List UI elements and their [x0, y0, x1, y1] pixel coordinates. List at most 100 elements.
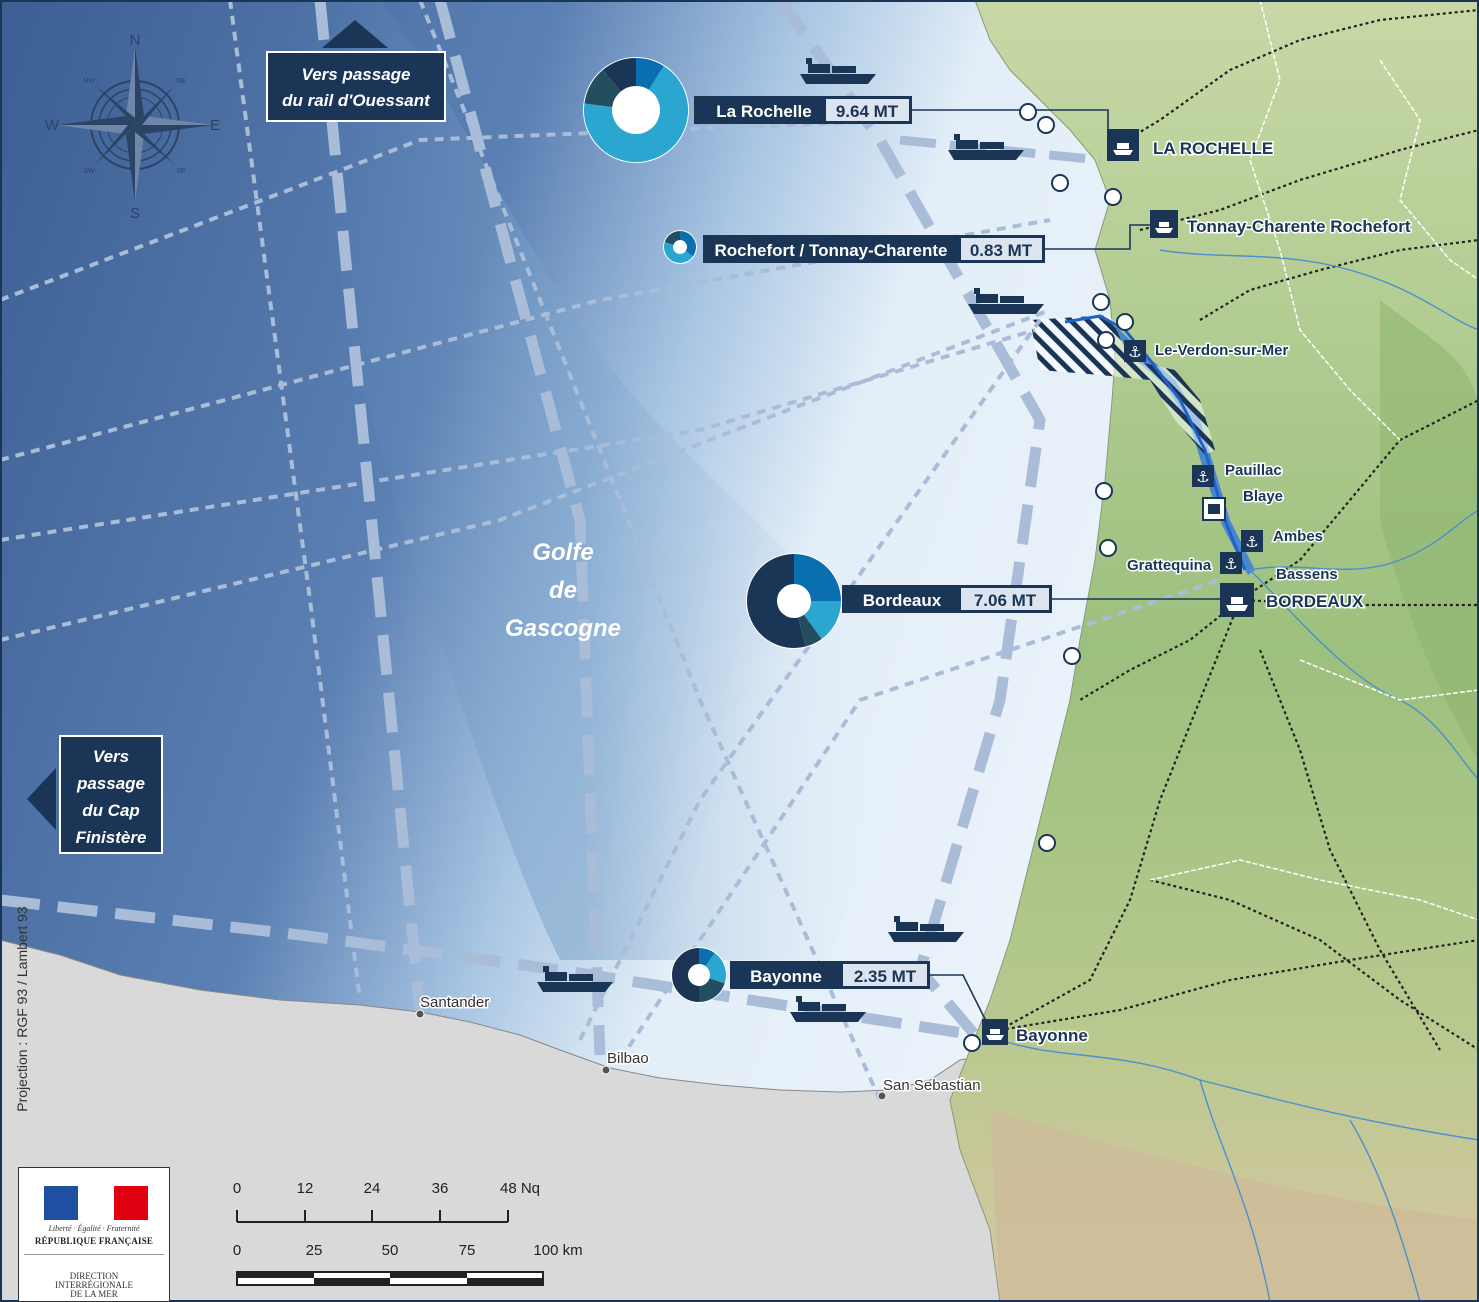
ferry-icon — [1107, 129, 1139, 161]
donut-segment — [698, 977, 725, 1002]
donut-segment — [803, 600, 841, 640]
donut-segment — [704, 953, 726, 984]
passage-finistere-line3: du Cap — [82, 801, 140, 820]
lighthouse-icon — [963, 1034, 981, 1052]
label-bilbao: Bilbao — [607, 1050, 649, 1067]
ro-ro-icon — [1202, 497, 1226, 521]
compass-rose: N S E W NE NW SE SW — [45, 32, 220, 222]
label-blaye: Blaye — [1243, 488, 1283, 505]
river-network — [999, 249, 1479, 1302]
label-bassens: Bassens — [1276, 566, 1338, 583]
passage-finistere-line2: passage — [76, 774, 145, 793]
scale-km-0: 0 — [233, 1242, 241, 1259]
donut-segment — [792, 554, 841, 603]
port-icons: ⚓ ⚓ ⚓ ⚓ — [982, 129, 1263, 1045]
passage-finistere-line1: Vers — [93, 747, 129, 766]
donut-bordeaux — [746, 553, 842, 649]
city-dot — [601, 1065, 611, 1075]
port-label-bayonne: Bayonne 2.35 MT — [730, 961, 930, 989]
label-bordeaux: BORDEAUX — [1266, 592, 1364, 611]
compass-se: SE — [176, 168, 186, 175]
donut-segment — [672, 948, 700, 1002]
lighthouse-icon — [1104, 188, 1122, 206]
svg-text:⚓: ⚓ — [1224, 555, 1237, 573]
donut-segment — [602, 58, 637, 92]
relief-pyrenees — [990, 1110, 1479, 1302]
ship-icon — [948, 134, 1024, 160]
railway-network — [999, 8, 1479, 1051]
scale-nq-24: 24 — [364, 1180, 381, 1197]
place-labels: LA ROCHELLE Tonnay-Charente Rochefort Le… — [415, 138, 1412, 1101]
port-name-rochefort: Rochefort / Tonnay-Charente — [715, 241, 948, 260]
lighthouse-markers — [963, 103, 1134, 1052]
gironde-hatch-zone — [1030, 315, 1215, 455]
label-pauillac: Pauillac — [1225, 462, 1282, 479]
scale-km-100: 100 km — [533, 1242, 582, 1259]
compass-s: S — [130, 205, 140, 222]
republique-francaise-logo: Liberté · Égalité · Fraternité RÉPUBLIQU… — [18, 1167, 170, 1302]
arrow-up-icon — [322, 20, 388, 48]
label-santander: Santander — [420, 994, 489, 1011]
lighthouse-icon — [1019, 103, 1037, 121]
port-tonnage-rochefort: 0.83 MT — [970, 241, 1033, 260]
donut-segment — [635, 58, 664, 91]
port-tonnage-la-rochelle: 9.64 MT — [836, 102, 899, 121]
lighthouse-icon — [1092, 293, 1110, 311]
label-le-verdon: Le-Verdon-sur-Mer — [1155, 342, 1289, 359]
ship-icon — [888, 916, 964, 942]
ship-icon — [790, 996, 866, 1022]
donut-rochefort — [663, 230, 697, 264]
donut-segment — [747, 554, 806, 648]
svg-text:⚓: ⚓ — [1196, 468, 1209, 486]
relief-massif — [1380, 300, 1479, 760]
arrow-left-icon — [27, 768, 56, 830]
svg-text:⚓: ⚓ — [1245, 533, 1258, 551]
donut-segment — [797, 614, 822, 647]
donut-la-rochelle — [583, 57, 689, 163]
marianne-flag-icon — [44, 1186, 148, 1220]
anchor-icon: ⚓ — [1220, 552, 1242, 574]
passage-ouessant-line1: Vers passage — [302, 65, 411, 84]
port-label-bordeaux: Bordeaux 7.06 MT — [842, 585, 1052, 613]
donut-segment — [698, 948, 715, 967]
label-la-rochelle: LA ROCHELLE — [1153, 139, 1273, 158]
svg-text:⚓: ⚓ — [1128, 343, 1141, 361]
france-land — [949, 0, 1479, 1302]
label-ambes: Ambes — [1273, 528, 1323, 545]
port-name-la-rochelle: La Rochelle — [716, 102, 811, 121]
logo-separator — [24, 1254, 164, 1255]
lighthouse-icon — [1097, 331, 1115, 349]
compass-e: E — [210, 117, 220, 134]
ship-icon — [537, 966, 613, 992]
donut-segment — [664, 242, 693, 263]
lighthouse-icon — [1099, 539, 1117, 557]
port-tonnage-bordeaux: 7.06 MT — [974, 591, 1037, 610]
label-grattequina: Grattequina — [1127, 557, 1212, 574]
ship-icon — [968, 288, 1044, 314]
compass-w: W — [45, 117, 60, 134]
port-tonnage-bayonne: 2.35 MT — [854, 967, 917, 986]
ferry-icon — [1150, 210, 1178, 238]
lighthouse-icon — [1038, 834, 1056, 852]
sea-label: Golfe de Gascogne — [505, 539, 621, 642]
compass-sw: SW — [83, 168, 95, 175]
compass-nw: NW — [83, 78, 95, 85]
port-label-rochefort: Rochefort / Tonnay-Charente 0.83 MT — [703, 235, 1045, 263]
ferry-icon — [982, 1019, 1008, 1045]
donut-segment — [664, 231, 681, 246]
sea-label-line3: Gascogne — [505, 615, 621, 642]
donut-bayonne — [671, 947, 727, 1003]
donut-segment — [584, 66, 688, 162]
scale-km-25: 25 — [306, 1242, 323, 1259]
port-name-bayonne: Bayonne — [750, 967, 822, 986]
logo-republic: RÉPUBLIQUE FRANÇAISE — [34, 1236, 154, 1246]
city-dot — [877, 1091, 887, 1101]
city-dot — [415, 1009, 425, 1019]
label-san-sebastian: San Sebastian — [883, 1077, 981, 1094]
port-name-bordeaux: Bordeaux — [863, 591, 942, 610]
ship-icon — [800, 58, 876, 84]
continental-slope — [300, 0, 869, 960]
sea-label-line1: Golfe — [532, 539, 593, 566]
